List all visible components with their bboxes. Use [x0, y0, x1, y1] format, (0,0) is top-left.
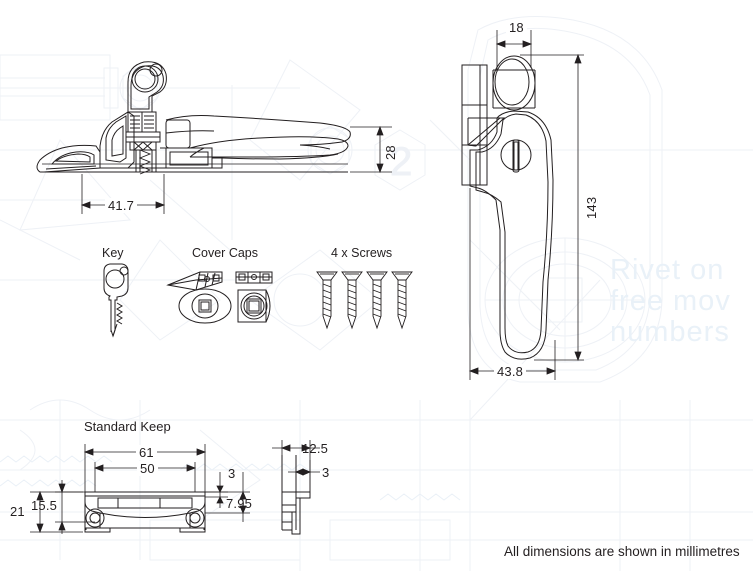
dimension-label-handle-overall-length: 143: [582, 195, 601, 220]
dimension-label-keep-body-height: 15.5: [31, 498, 58, 513]
dimension-keep-slot-height: [205, 472, 250, 522]
dimension-handle-overall-length: [520, 53, 584, 362]
screw-2: [341, 271, 363, 330]
dimension-label-keep-overall-height: 21: [10, 504, 25, 519]
dimension-label-spindle-offset: 18: [506, 20, 527, 35]
dimension-label-keep-slot-height: 7.95: [226, 496, 253, 511]
watermark-line-3: numbers: [610, 316, 730, 348]
standard-keep-title: Standard Keep: [84, 419, 171, 434]
dimension-label-handle-height: 28: [383, 145, 398, 160]
dimension-label-handle-base-length: 41.7: [105, 198, 138, 213]
watermark-ghost-geometry: 2: [0, 16, 753, 571]
dimension-label-keep-lip-thickness: 3: [228, 466, 236, 481]
dimension-spindle-offset: [495, 30, 533, 72]
standard-keep-drawing: [84, 491, 206, 533]
screws-part-drawing: [316, 271, 413, 330]
cover-caps-part-drawing: [166, 271, 273, 324]
svg-text:2: 2: [390, 140, 412, 184]
watermark-text-block: Rivet on free mov numbers: [610, 255, 753, 348]
part-label-screws: 4 x Screws: [331, 246, 393, 260]
dimension-handle-height: [350, 125, 392, 174]
screw-4: [391, 271, 413, 330]
dimension-handle-overall-width: [468, 188, 557, 380]
side-elevation-drawing: [36, 61, 351, 175]
dimension-label-keep-plate-thickness: 3: [322, 465, 330, 480]
watermark-zigzag: [0, 455, 461, 501]
screw-3: [366, 271, 388, 330]
part-label-cover-caps: Cover Caps: [192, 246, 258, 260]
watermark-line-1: Rivet on: [610, 255, 725, 286]
dimension-handle-base-length: [80, 174, 166, 214]
dimension-label-keep-overall-width: 61: [136, 445, 157, 460]
dimension-keep-plate-thickness: [288, 460, 320, 492]
part-label-key: Key: [102, 246, 124, 260]
dimension-label-handle-overall-width: 43.8: [494, 364, 527, 379]
dimension-keep-body-height: [55, 480, 95, 534]
watermark-line-2: free mov: [610, 285, 731, 317]
dimension-label-keep-depth: 12.5: [302, 441, 329, 456]
screw-1: [316, 271, 338, 330]
front-elevation-drawing: [461, 55, 554, 360]
key-part-drawing: [103, 263, 129, 338]
footer-note: All dimensions are shown in millimetres: [504, 544, 740, 559]
dimension-label-keep-screw-centres: 50: [137, 461, 158, 476]
dimension-keep-lip-thickness: [205, 472, 228, 508]
